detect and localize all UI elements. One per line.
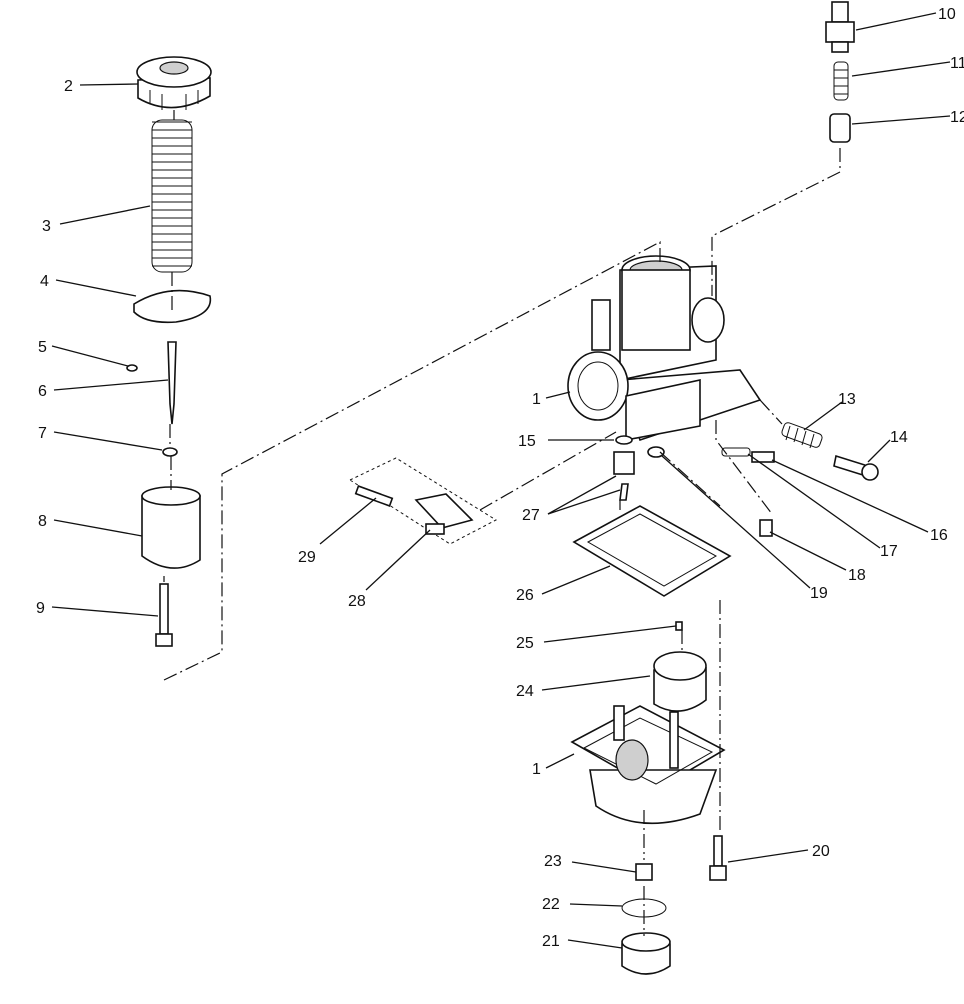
washer-part: [162, 447, 178, 457]
drain-screw-part: [759, 519, 773, 537]
callout-13: 13: [838, 391, 856, 408]
carburetor-body-part: [567, 255, 762, 442]
callout-3: 3: [42, 218, 51, 235]
fitting-part: [825, 1, 855, 53]
callout-10: 10: [938, 6, 956, 23]
callout-15: 15: [518, 433, 536, 450]
pilot-screw-part: [721, 447, 775, 463]
callout-8: 8: [38, 513, 47, 530]
callout-11: 11: [950, 55, 964, 72]
callout-23: 23: [544, 853, 562, 870]
callout-22: 22: [542, 896, 560, 913]
callout-28: 28: [348, 593, 366, 610]
bowl-bolt-part: [709, 835, 727, 881]
callout-29: 29: [298, 549, 316, 566]
callout-12: 12: [950, 109, 964, 126]
callout-labels: 2 3 4 5 6 7 8 9 10 11 12 13 14 15 16 17 …: [36, 6, 964, 950]
spring-part: [151, 119, 193, 273]
clip-part: [126, 364, 138, 372]
float-washer-part: [647, 446, 665, 458]
callout-26: 26: [516, 587, 534, 604]
jet-cap-part: [621, 932, 671, 975]
callout-5: 5: [38, 339, 47, 356]
callout-16: 16: [930, 527, 948, 544]
callout-2: 2: [64, 78, 73, 95]
callout-19: 19: [810, 585, 828, 602]
float-bowl-part: [570, 705, 726, 825]
assembly-axis-lines: [163, 110, 841, 936]
callout-17: 17: [880, 543, 898, 560]
idle-spring-part: [781, 422, 823, 449]
callout-20: 20: [812, 843, 830, 860]
callout-1-bottom: 1: [532, 761, 541, 778]
leader-lines: [51, 12, 951, 949]
float-arm-part: [348, 457, 498, 545]
callout-25: 25: [516, 635, 534, 652]
o-ring-part: [615, 435, 633, 445]
callout-24: 24: [516, 683, 534, 700]
cap-part: [136, 56, 212, 110]
callout-14: 14: [890, 429, 908, 446]
needle-valve-part: [619, 483, 629, 501]
small-spring-part: [833, 61, 849, 101]
float-part: [653, 651, 707, 712]
callout-7: 7: [38, 425, 47, 442]
callout-18: 18: [848, 567, 866, 584]
slide-part: [141, 486, 201, 569]
plunger-part: [829, 113, 851, 143]
drain-plug-part: [635, 863, 653, 881]
callout-27: 27: [522, 507, 540, 524]
callout-4: 4: [40, 273, 49, 290]
needle-part: [167, 341, 177, 425]
needle-jet-part: [613, 451, 635, 475]
idle-screw-part: [833, 454, 879, 481]
callout-9: 9: [36, 600, 45, 617]
callout-6: 6: [38, 383, 47, 400]
jet-screw-part: [155, 583, 173, 647]
float-pin-part: [675, 621, 683, 631]
callout-21: 21: [542, 933, 560, 950]
callout-1-top: 1: [532, 391, 541, 408]
